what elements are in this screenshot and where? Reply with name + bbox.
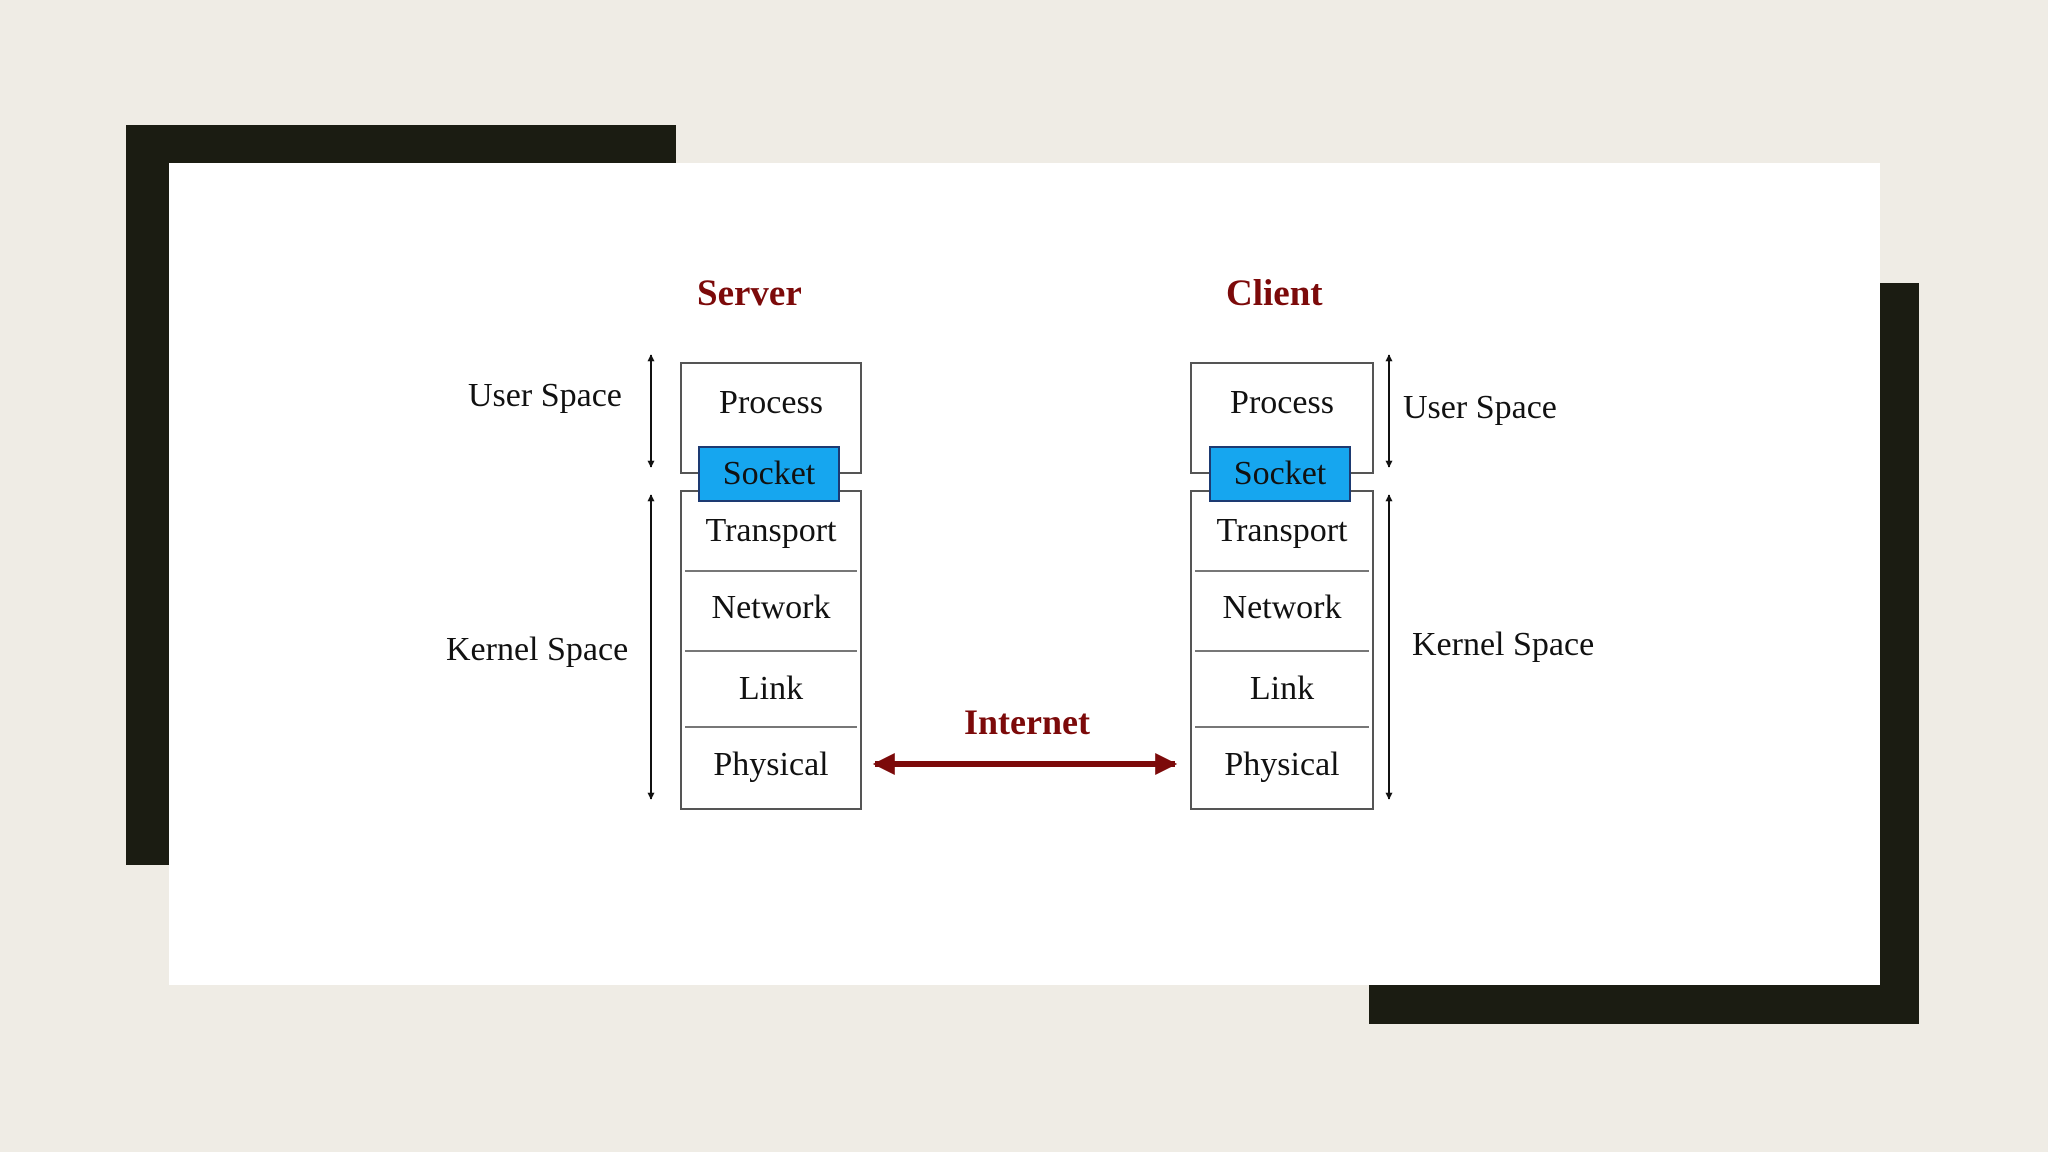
client-divider-3 — [1195, 726, 1369, 728]
frame-bottom-right-bar — [1369, 984, 1919, 1024]
client-divider-1 — [1195, 570, 1369, 572]
diagram-panel — [169, 163, 1880, 985]
server-physical-label: Physical — [713, 746, 829, 783]
client-kernel-box: Transport Network Link Physical — [1190, 490, 1374, 810]
client-network-label: Network — [1222, 589, 1342, 626]
server-kernel-space-label: Kernel Space — [446, 631, 629, 668]
client-divider-2 — [1195, 650, 1369, 652]
server-divider-2 — [685, 650, 857, 652]
server-transport-label: Transport — [705, 512, 837, 549]
frame-right-bar — [1879, 283, 1919, 1023]
server-link-label: Link — [738, 670, 804, 707]
internet-label: Internet — [964, 702, 1090, 742]
client-process-label: Process — [1230, 384, 1334, 421]
client-link-label: Link — [1249, 670, 1315, 707]
server-user-space-label: User Space — [468, 377, 622, 414]
server-divider-1 — [685, 570, 857, 572]
client-transport-label: Transport — [1216, 512, 1348, 549]
client-title: Client — [1226, 273, 1323, 314]
client-user-space-label: User Space — [1403, 389, 1557, 426]
server-kernel-box: Transport Network Link Physical — [680, 490, 862, 810]
server-divider-3 — [685, 726, 857, 728]
server-socket: Socket — [698, 446, 840, 502]
server-network-label: Network — [711, 589, 831, 626]
client-socket: Socket — [1209, 446, 1351, 502]
frame-top-left-bar — [126, 125, 676, 165]
server-title: Server — [697, 273, 802, 314]
client-kernel-space-label: Kernel Space — [1412, 626, 1595, 663]
client-physical-label: Physical — [1224, 746, 1340, 783]
server-process-label: Process — [719, 384, 823, 421]
frame-left-bar — [126, 125, 170, 865]
